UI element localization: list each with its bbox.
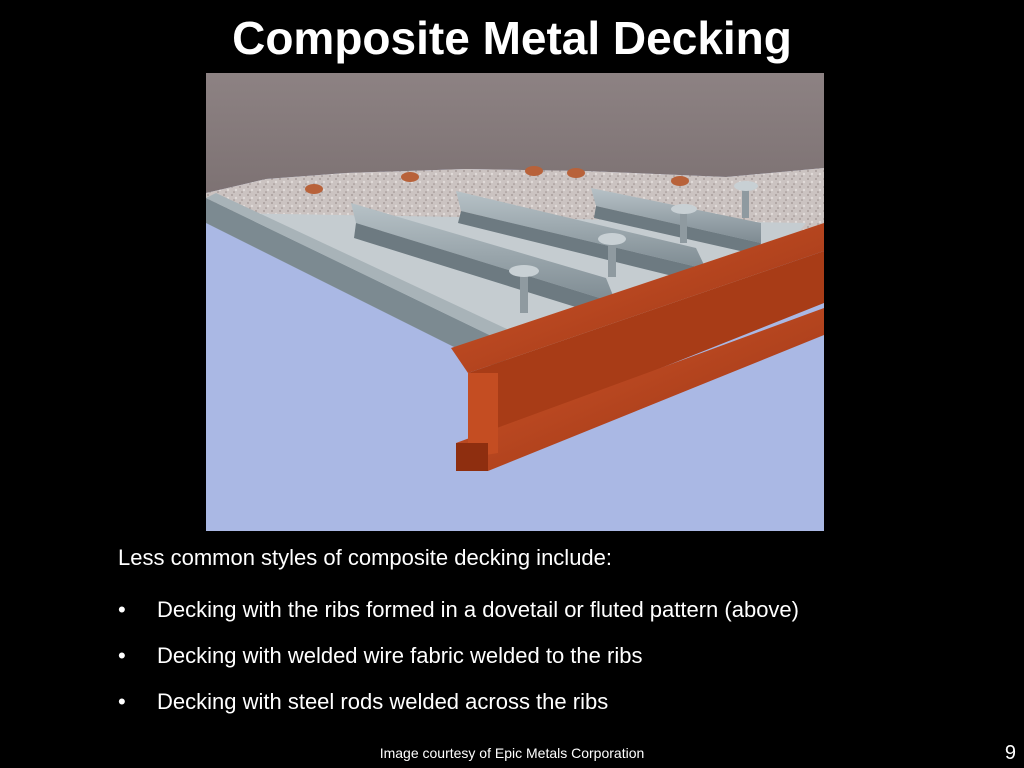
deck-edge-angle — [206, 198, 506, 373]
bullet-text: Decking with the ribs formed in a doveta… — [157, 597, 799, 622]
page-number: 9 — [1004, 742, 1016, 764]
bullet-text: Decking with steel rods welded across th… — [157, 689, 609, 714]
shear-studs — [509, 181, 758, 313]
bullet-glyph: • — [118, 689, 126, 714]
bullet-glyph: • — [118, 597, 126, 622]
slide-title: Composite Metal Decking — [232, 12, 792, 64]
decking-illustration — [206, 73, 824, 531]
steel-i-beam — [451, 223, 824, 471]
deck-ribs — [351, 188, 761, 318]
bullet-glyph: • — [118, 643, 126, 668]
rebar-ends — [305, 166, 689, 194]
image-credit: Image courtesy of Epic Metals Corporatio… — [379, 745, 645, 761]
intro-text: Less common styles of composite decking … — [118, 545, 613, 570]
concrete-slab-top — [206, 73, 824, 193]
bullet-text: Decking with welded wire fabric welded t… — [157, 643, 643, 668]
